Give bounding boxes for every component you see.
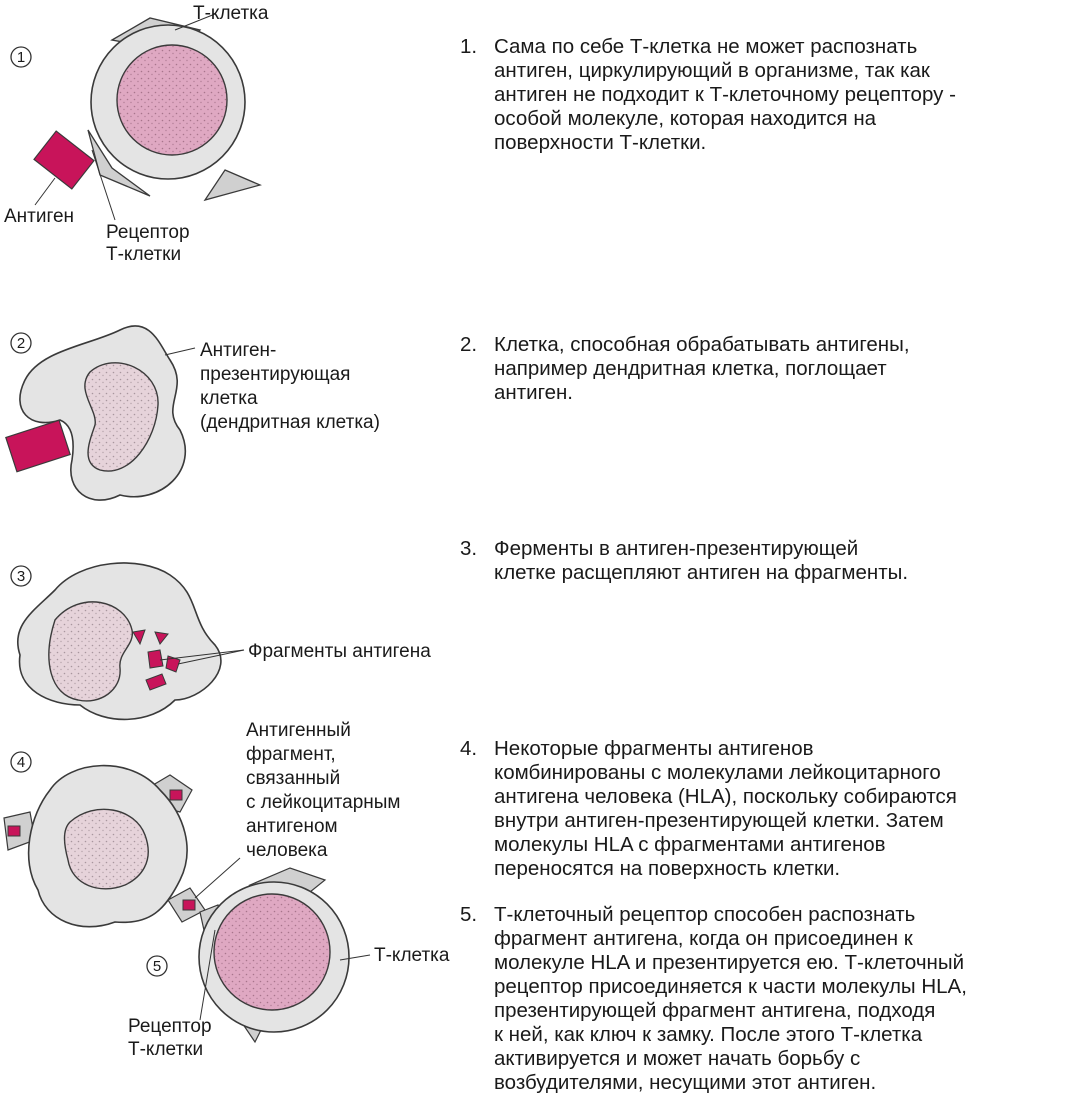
step-4-description: 4. Некоторые фрагменты антигенов комбини…: [460, 737, 957, 881]
svg-text:5: 5: [153, 958, 161, 975]
step-text: Сама по себе Т-клетка не может распознат…: [494, 35, 956, 154]
step-2-description: 2. Клетка, способная обрабатывать антиге…: [460, 333, 910, 405]
step-number: 4.: [460, 737, 478, 760]
antigen-fragment: [7, 825, 21, 837]
step-5-description: 5. Т-клеточный рецептор способен распозн…: [460, 903, 967, 1095]
antigen-fragment: [132, 629, 146, 646]
step-marker-3: 3: [10, 565, 32, 587]
step-text: Ферменты в антиген-презентирующей клетке…: [494, 537, 909, 584]
antigen-shape: [33, 130, 95, 190]
step3-illustration: 3 Фрагменты антигена: [10, 562, 431, 721]
antigen-fragment: [169, 789, 183, 801]
antigen-fragment: [154, 631, 169, 645]
step-marker-2: 2: [10, 332, 32, 354]
step2-illustration: 2 Антиген- презентирующая клетка (дендри…: [5, 325, 380, 501]
svg-text:2: 2: [17, 335, 25, 352]
step-text: Некоторые фрагменты антигенов комбиниров…: [494, 737, 957, 880]
label-bound-fragment: Антигенный фрагмент, связанный с лейкоци…: [246, 720, 406, 861]
antigen-fragment: [145, 673, 167, 691]
step-number: 5.: [460, 903, 478, 926]
step-marker-4: 4: [10, 751, 32, 773]
label-t-cell-top: Т-клетка: [193, 3, 269, 24]
step-text: Клетка, способная обрабатывать антигены,…: [494, 333, 910, 404]
step-marker-5: 5: [146, 955, 168, 977]
antigen-fragment: [182, 899, 196, 911]
svg-text:3: 3: [17, 568, 25, 585]
step-text: Т-клеточный рецептор способен распознать…: [494, 903, 967, 1094]
step-marker-1: 1: [10, 46, 32, 68]
step5-illustration: 5 Т-клетка Рецептор Т-клетки: [128, 867, 450, 1060]
antigen-shape: [5, 419, 71, 473]
step-number: 1.: [460, 35, 478, 58]
step-1-description: 1. Сама по себе Т-клетка не может распоз…: [460, 35, 956, 155]
label-antigen: Антиген: [4, 206, 74, 227]
antigen-fragment: [147, 649, 164, 669]
step-number: 3.: [460, 537, 478, 560]
step4-illustration: 4 Антигенный фрагмент, связанный с лейко…: [3, 720, 406, 928]
t-cell-top: [87, 17, 262, 202]
step-number: 2.: [460, 333, 478, 356]
svg-text:4: 4: [17, 754, 25, 771]
step1-illustration: 1 Т-клетка Антиген Рецептор Т-клетки: [4, 3, 269, 265]
t-cell-receptor: [87, 129, 151, 197]
label-t-cell-bottom: Т-клетка: [374, 945, 450, 966]
svg-text:1: 1: [17, 49, 25, 66]
label-receptor-top: Рецептор Т-клетки: [106, 222, 195, 265]
step-3-description: 3. Ферменты в антиген-презентирующей кле…: [460, 537, 908, 585]
label-receptor-bottom: Рецептор Т-клетки: [128, 1016, 217, 1060]
label-fragments: Фрагменты антигена: [248, 641, 431, 662]
label-apc: Антиген- презентирующая клетка (дендритн…: [200, 340, 380, 433]
antigen-fragment: [165, 655, 181, 673]
